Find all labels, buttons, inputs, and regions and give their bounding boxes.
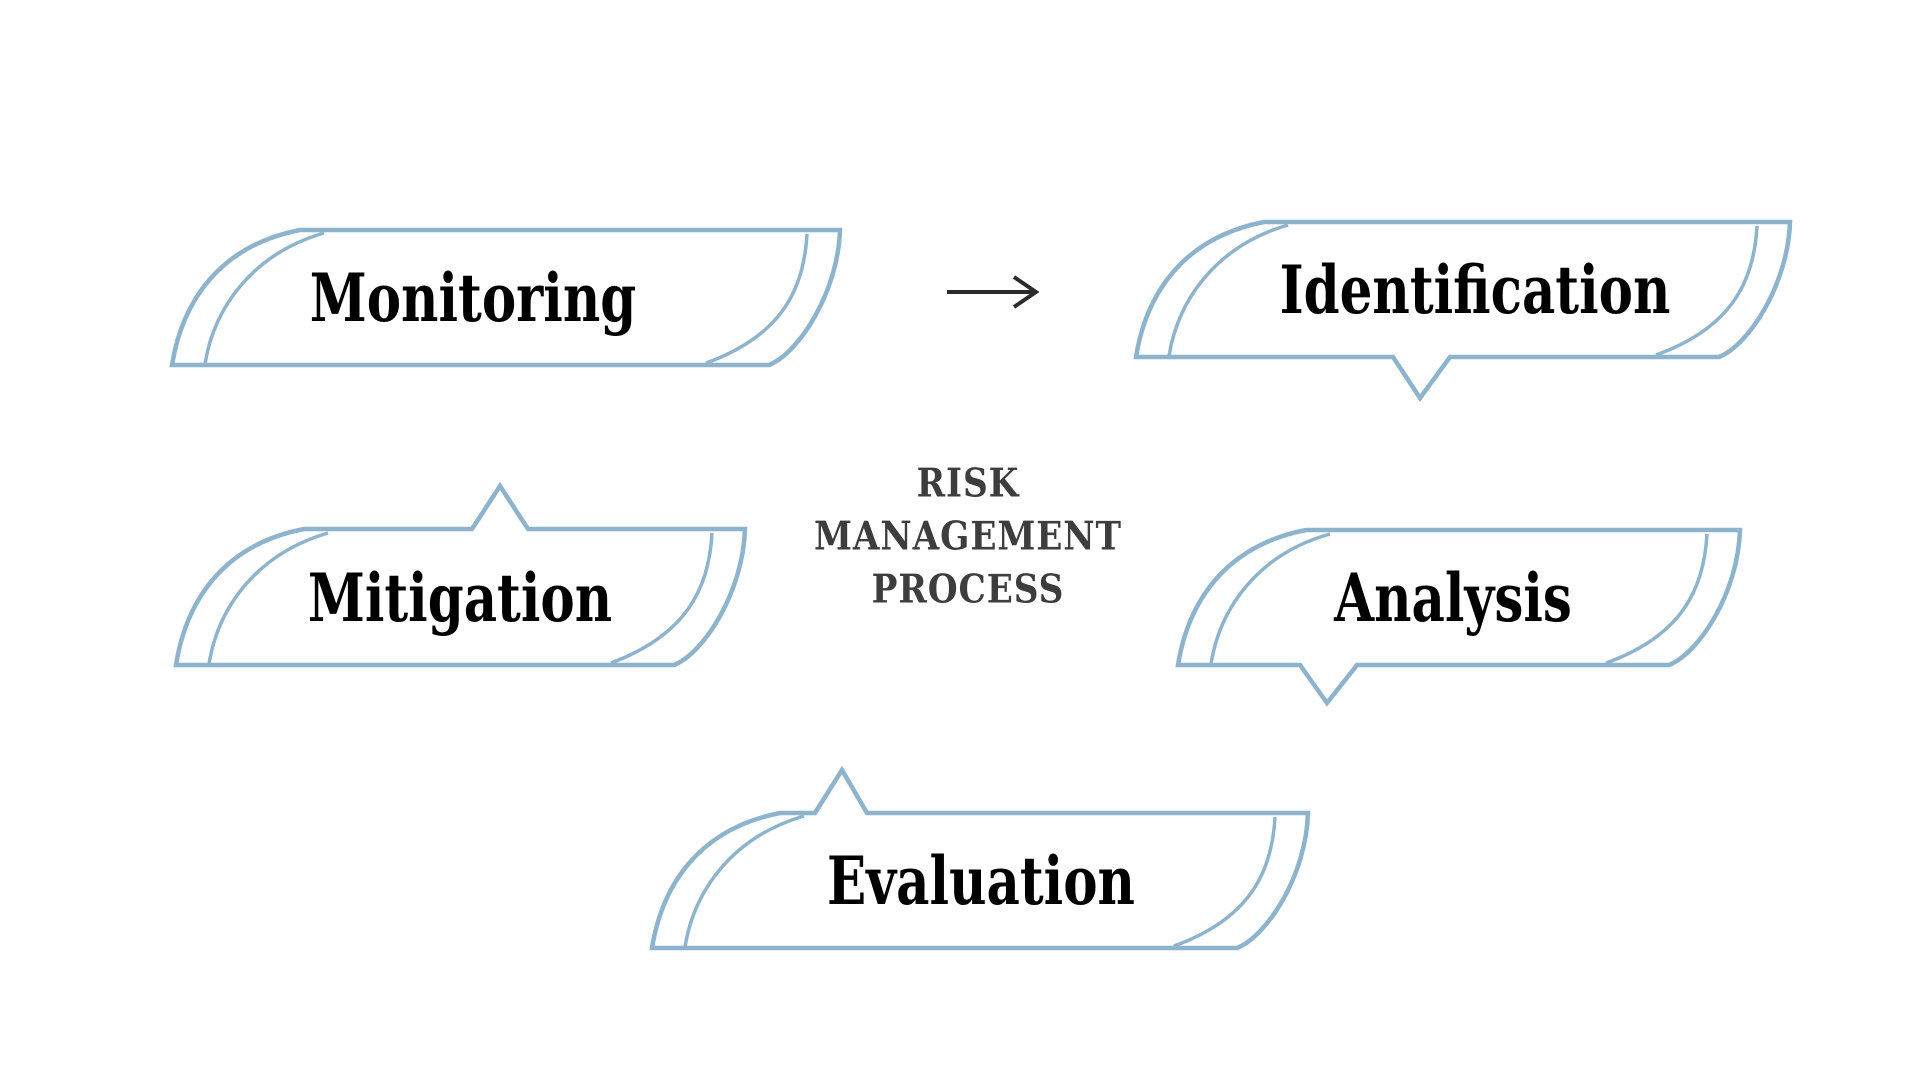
bubble-mitigation-left-arc	[207, 531, 329, 665]
bubble-mitigation	[173, 481, 748, 668]
bubble-monitoring	[169, 227, 843, 368]
flow-arrow-head	[1012, 275, 1040, 309]
bubble-monitoring-left-arc	[203, 231, 325, 365]
bubble-evaluation-left-arc	[683, 814, 805, 948]
diagram-title-line-1: RISK	[916, 460, 1020, 507]
bubble-identification-outline	[1133, 219, 1793, 402]
diagram-title-line-3: PROCESS	[871, 566, 1065, 613]
bubble-analysis-left-arc	[1209, 532, 1331, 665]
bubble-analysis	[1175, 527, 1743, 707]
bubble-monitoring-outline	[169, 227, 843, 368]
bubble-evaluation-outline	[649, 765, 1311, 951]
node-label-mitigation: Mitigation	[307, 559, 613, 637]
bubble-evaluation-right-arc	[1173, 816, 1277, 948]
node-label-evaluation: Evaluation	[827, 842, 1135, 920]
bubble-identification-right-arc	[1655, 225, 1759, 357]
node-label-analysis: Analysis	[1334, 559, 1572, 637]
bubble-evaluation	[649, 765, 1311, 951]
bubble-analysis-outline	[1175, 527, 1743, 707]
bubble-mitigation-right-arc	[610, 532, 714, 665]
diagram-title: RISK MANAGEMENT PROCESS	[814, 458, 1122, 617]
bubble-mitigation-outline	[173, 481, 748, 668]
bubble-analysis-right-arc	[1605, 533, 1709, 665]
flow-arrow	[947, 275, 1040, 309]
bubble-identification-left-arc	[1167, 223, 1289, 357]
bubble-monitoring-right-arc	[705, 233, 809, 365]
node-label-monitoring: Monitoring	[309, 259, 637, 337]
node-label-identification: Identification	[1279, 251, 1671, 329]
diagram-title-line-2: MANAGEMENT	[814, 513, 1122, 560]
bubble-identification	[1133, 219, 1793, 402]
